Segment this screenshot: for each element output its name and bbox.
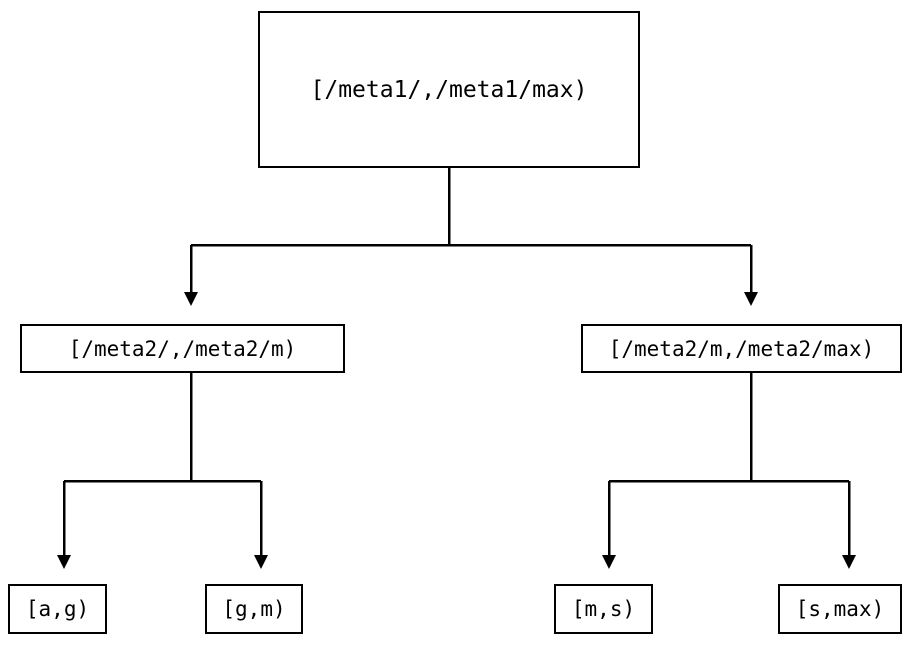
tree-node-right-mid-label: [/meta2/m,/meta2/max): [608, 336, 875, 361]
tree-node-root-label: [/meta1/,/meta1/max): [310, 76, 588, 103]
arrowhead-right-mid: [744, 292, 758, 306]
tree-leaf-node[interactable]: [g,m): [205, 584, 303, 634]
tree-leaf-label: [m,s): [571, 597, 636, 621]
tree-leaf-node[interactable]: [s,max): [778, 584, 902, 634]
arrowhead-left-mid: [184, 292, 198, 306]
tree-node-right-mid[interactable]: [/meta2/m,/meta2/max): [581, 324, 902, 373]
tree-leaf-label: [s,max): [795, 597, 885, 621]
arrowhead-leaf-g-m: [254, 555, 268, 569]
tree-leaf-node[interactable]: [a,g): [8, 584, 107, 634]
tree-node-root[interactable]: [/meta1/,/meta1/max): [258, 11, 640, 168]
arrowhead-leaf-a-g: [57, 555, 71, 569]
tree-leaf-label: [a,g): [25, 597, 90, 621]
arrowhead-leaf-s-max: [842, 555, 856, 569]
tree-node-left-mid-label: [/meta2/,/meta2/m): [68, 336, 297, 361]
tree-leaf-node[interactable]: [m,s): [554, 584, 653, 634]
tree-node-left-mid[interactable]: [/meta2/,/meta2/m): [20, 324, 345, 373]
tree-leaf-label: [g,m): [222, 597, 286, 621]
arrowhead-leaf-m-s: [602, 555, 616, 569]
